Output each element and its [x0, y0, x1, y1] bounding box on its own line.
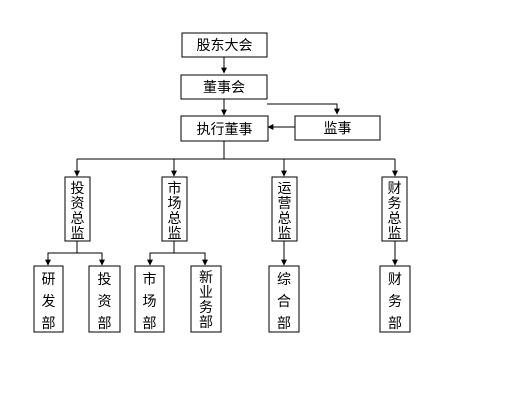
node-dept-invest: 投资部 [88, 265, 121, 333]
dir-finance-char: 总 [388, 211, 402, 227]
node-dept-finance: 财务部 [379, 265, 411, 333]
node-dept-market: 市场部 [134, 265, 165, 333]
dept-ops-char: 综 [277, 272, 291, 288]
dept-market-char: 场 [143, 294, 157, 310]
node-supervisor-label: 监事 [324, 121, 352, 137]
dept-ops-char: 合 [277, 294, 291, 310]
dept-finance-char: 财 [388, 272, 402, 288]
connector-market-depts [147, 241, 175, 266]
dir-market-char: 总 [168, 211, 182, 227]
connector-invest-depts-2 [77, 252, 105, 266]
node-executive-label: 执行董事 [197, 122, 253, 138]
dir-ops-char: 总 [278, 211, 292, 227]
dept-newbiz-char: 部 [199, 315, 213, 331]
dept-newbiz-char: 务 [199, 300, 213, 316]
dir-market-char: 市 [168, 180, 182, 197]
dept-ops-char: 部 [277, 316, 291, 332]
connector-invest-depts [45, 241, 78, 266]
dept-market-char: 市 [143, 271, 157, 288]
dir-invest-char: 投 [71, 181, 85, 197]
dir-invest-char: 监 [71, 226, 85, 242]
dept-finance-char: 务 [388, 294, 402, 310]
dir-ops-char: 营 [278, 196, 292, 212]
node-supervisor: 监事 [294, 115, 381, 141]
dir-finance-char: 监 [388, 226, 402, 242]
dir-invest-char: 总 [71, 211, 85, 227]
dept-invest-char: 投 [98, 272, 112, 288]
dept-rd-char: 研 [42, 272, 56, 288]
node-board-label: 董事会 [203, 80, 245, 96]
dept-newbiz-char: 新 [199, 270, 213, 286]
dept-rd-char: 发 [42, 294, 56, 310]
dir-market-char: 监 [168, 226, 182, 242]
dept-invest-char: 资 [98, 294, 112, 310]
node-board: 董事会 [180, 74, 268, 100]
dir-invest-char: 资 [71, 196, 85, 212]
dir-finance-char: 务 [388, 196, 402, 212]
node-shareholders-label: 股东大会 [197, 38, 253, 54]
node-dept-ops: 综合部 [268, 265, 300, 333]
dept-invest-char: 部 [98, 316, 112, 332]
dept-finance-char: 部 [388, 316, 402, 332]
dept-rd-char: 部 [42, 316, 56, 332]
connectors [45, 57, 398, 266]
node-shareholders: 股东大会 [181, 32, 268, 58]
connector-market-depts-2 [174, 252, 208, 266]
dept-market-char: 部 [143, 316, 157, 332]
dept-newbiz-char: 业 [199, 285, 213, 301]
dir-ops-char: 监 [278, 226, 292, 242]
dir-ops-char: 运 [278, 181, 292, 197]
dir-finance-char: 财 [388, 181, 402, 197]
node-dept-rd: 研发部 [33, 265, 64, 333]
node-executive: 执行董事 [180, 115, 269, 142]
dir-market-char: 场 [168, 196, 182, 212]
connector-board-supervisor [267, 103, 340, 115]
